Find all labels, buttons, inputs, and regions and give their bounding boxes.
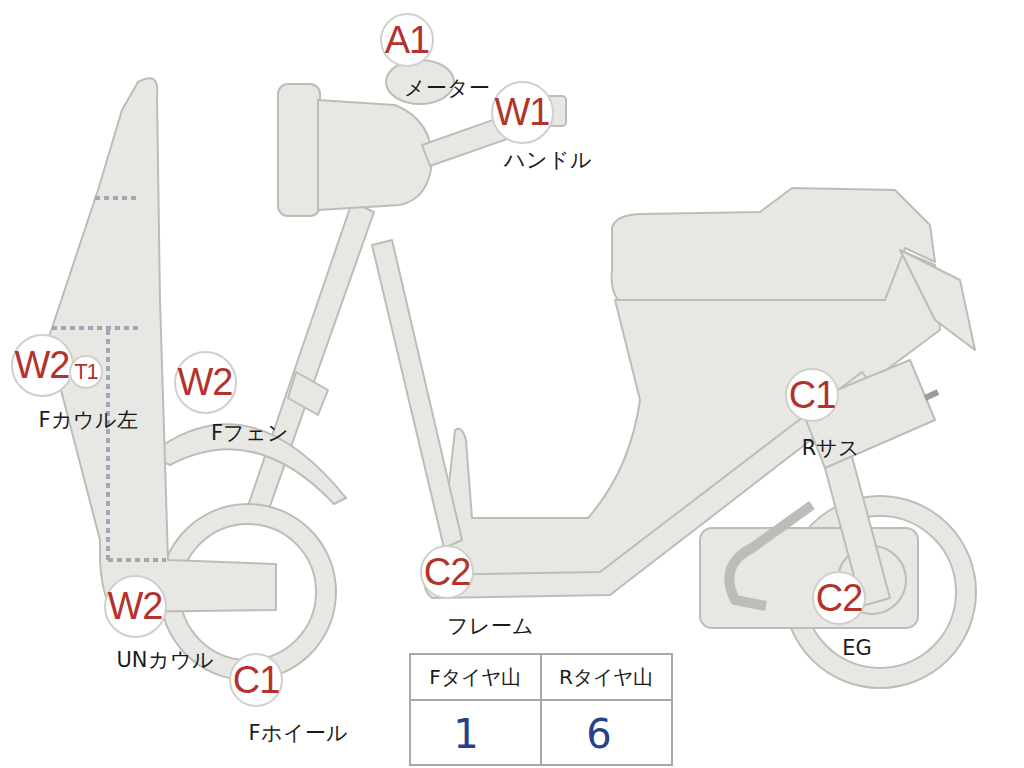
seat: [612, 188, 935, 300]
damage-code-circle: W2: [11, 334, 74, 397]
damage-code: W1: [495, 93, 550, 131]
part-name: Fホイール: [248, 723, 347, 744]
damage-code-circle: C1: [229, 653, 284, 708]
damage-code: C1: [789, 376, 836, 414]
damage-code-circle: T1: [69, 355, 103, 389]
table-header: Rタイヤ山: [559, 667, 653, 687]
damage-code: C2: [816, 579, 863, 617]
damage-code-circle: C2: [420, 545, 475, 600]
tread-table: [410, 654, 672, 765]
damage-code-circle: W2: [104, 575, 167, 638]
part-name: ハンドル: [504, 150, 592, 171]
damage-code: W2: [15, 346, 70, 384]
headlight: [278, 84, 320, 216]
part-name: UNカウル: [116, 650, 213, 671]
damage-code-circle: C1: [785, 368, 840, 423]
part-name: Fカウル左: [38, 410, 137, 431]
handle-cover: [318, 100, 432, 210]
part-name: フレーム: [447, 616, 534, 637]
damage-code-circle: A1: [380, 13, 434, 67]
part-name: Fフェン: [211, 423, 289, 444]
table-header: Fタイヤ山: [429, 667, 521, 687]
damage-code-circle: W2: [174, 351, 237, 414]
fork-clamp: [288, 372, 328, 415]
tail: [900, 250, 975, 350]
exhaust: [729, 505, 812, 606]
tread-value: 1: [453, 714, 478, 754]
front-cowl: [48, 78, 276, 612]
damage-code-circle: C2: [812, 571, 867, 626]
damage-code: T1: [74, 361, 98, 383]
part-name: メーター: [404, 78, 490, 99]
damage-code: C1: [233, 661, 280, 699]
damage-code-circle: W1: [491, 81, 554, 144]
part-name: Rサス: [802, 438, 861, 459]
part-name: EG: [842, 638, 872, 659]
damage-code: A1: [385, 21, 429, 59]
damage-code: W2: [108, 587, 163, 625]
damage-code: C2: [424, 553, 471, 591]
bolt: [925, 392, 938, 398]
tread-value: 6: [586, 714, 611, 754]
frame-rail: [425, 372, 876, 598]
down-tube: [372, 240, 462, 548]
damage-code: W2: [178, 363, 233, 401]
